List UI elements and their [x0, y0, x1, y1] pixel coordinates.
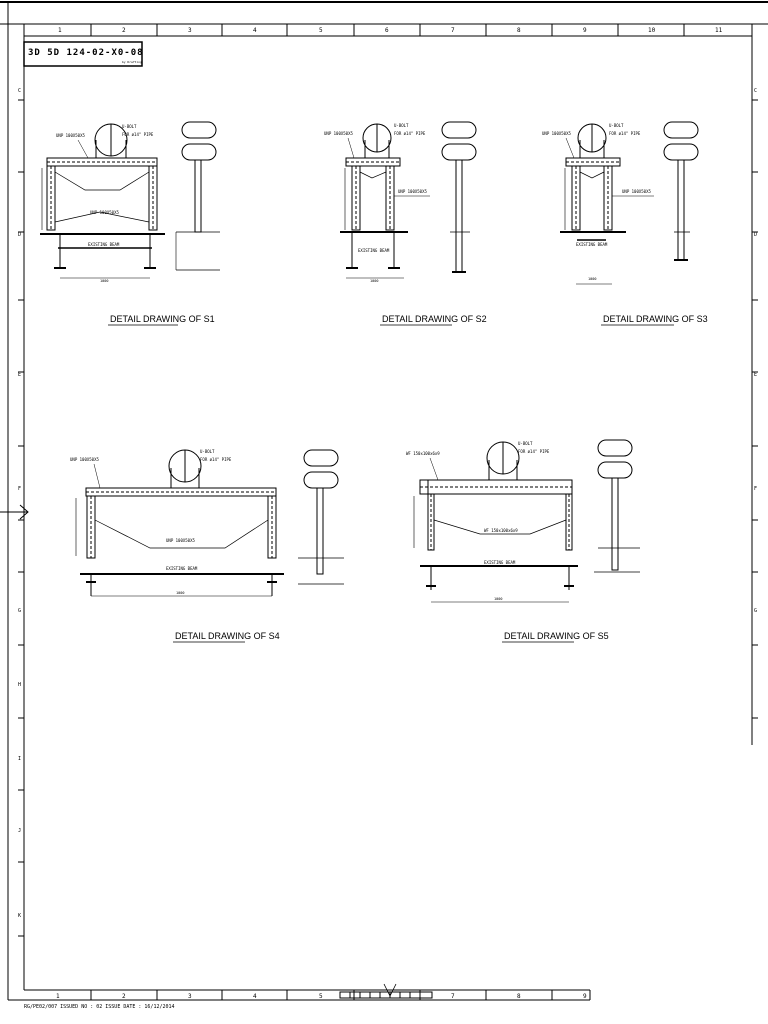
s1-dim-label: 1000 [100, 279, 108, 283]
detail-s1: UNP 100X50X5 U-BOLT FOR ø14" PIPE UNP 10… [40, 121, 220, 326]
detail-s4: UNP 100X50X5 U-BOLT FOR ø14" PIPE UNP 10… [70, 449, 344, 643]
s4-dim-label: 1000 [176, 591, 184, 595]
s3-existing-beam-label: EXISTING BEAM [576, 242, 608, 247]
right-row-g: G [754, 608, 757, 614]
stamp-code: 3D 5D 124-02-X0-08 [28, 48, 144, 58]
s4-pipe-label: FOR ø14" PIPE [200, 457, 232, 462]
left-row-e: E [18, 372, 21, 378]
bottom-col-9: 9 [583, 993, 587, 1000]
top-col-9: 9 [583, 27, 587, 34]
s2-member-top-label: UNP 100X50X5 [324, 131, 353, 136]
stamp-sub: by Drafting [122, 60, 142, 64]
s1-existing-beam-label: EXISTING BEAM [88, 242, 120, 247]
s5-caption: DETAIL DRAWING OF S5 [504, 631, 609, 641]
s3-dim-label: 1000 [588, 277, 596, 281]
top-col-2: 2 [122, 27, 126, 34]
s3-caption: DETAIL DRAWING OF S3 [603, 314, 708, 324]
s1-member-top-label: UNP 100X50X5 [56, 133, 85, 138]
s1-caption: DETAIL DRAWING OF S1 [110, 314, 215, 324]
drawing-stamp: 3D 5D 124-02-X0-08 by Drafting [23, 41, 144, 67]
top-col-3: 3 [188, 27, 192, 34]
s5-existing-beam-label: EXISTING BEAM [484, 560, 516, 565]
left-row-c: C [18, 88, 21, 94]
s2-ubolt-label: U-BOLT [394, 123, 409, 128]
right-row-c: C [754, 88, 757, 94]
left-row-k: K [18, 913, 21, 919]
left-row-i: I [18, 756, 21, 762]
bottom-col-7: 7 [451, 993, 455, 1000]
s1-member-bottom-label: UNP 100X50X5 [90, 210, 119, 215]
s3-pipe-label: FOR ø14" PIPE [609, 131, 641, 136]
s2-pipe-label: FOR ø14" PIPE [394, 131, 426, 136]
top-col-11: 11 [715, 27, 723, 34]
s2-dim-label: 1000 [370, 279, 378, 283]
s5-member-top-label: WF 150x100x6x9 [406, 451, 440, 456]
top-col-4: 4 [253, 27, 257, 34]
top-col-10: 10 [648, 27, 656, 34]
left-row-f: F [18, 486, 21, 492]
s5-ubolt-label: U-BOLT [518, 441, 533, 446]
footer-issue-text: RG/PE02/007 ISSUED NO : 02 ISSUE DATE : … [24, 1004, 175, 1010]
s4-member-bottom-label: UNP 100X50X5 [166, 538, 195, 543]
sheet-border [0, 1, 768, 1001]
right-row-e: E [754, 372, 757, 378]
detail-s5: WF 150x100x6x9 U-BOLT FOR ø14" PIPE WF 1… [406, 439, 640, 643]
top-col-6: 6 [385, 27, 389, 34]
s2-caption: DETAIL DRAWING OF S2 [382, 314, 487, 324]
top-col-8: 8 [517, 27, 521, 34]
left-row-j: J [18, 828, 21, 834]
right-row-d: D [754, 232, 757, 238]
detail-s2: UNP 100X50X5 U-BOLT FOR ø14" PIPE UNP 10… [324, 121, 487, 326]
bottom-ruler: 1 2 3 4 5 7 8 9 [56, 983, 587, 1000]
bottom-col-2: 2 [122, 993, 126, 1000]
s1-pipe-label: FOR ø14" PIPE [122, 132, 154, 137]
left-row-g: G [18, 608, 21, 614]
s5-pipe-label: FOR ø14" PIPE [518, 449, 550, 454]
s2-existing-beam-label: EXISTING BEAM [358, 248, 390, 253]
right-row-f: F [754, 486, 757, 492]
s3-member-top-label: UNP 100X50X5 [542, 131, 571, 136]
s1-ubolt-label: U-BOLT [122, 124, 137, 129]
top-col-5: 5 [319, 27, 323, 34]
s4-caption: DETAIL DRAWING OF S4 [175, 631, 280, 641]
left-row-d: D [18, 232, 21, 238]
bottom-col-3: 3 [188, 993, 192, 1000]
left-row-h: H [18, 682, 21, 688]
s2-member-side-label: UNP 100X50X5 [398, 189, 427, 194]
top-col-7: 7 [451, 27, 455, 34]
top-ruler: 1 2 3 4 5 6 7 8 9 10 11 [23, 24, 753, 36]
s4-ubolt-label: U-BOLT [200, 449, 215, 454]
s5-dim-label: 1000 [494, 597, 502, 601]
top-col-1: 1 [58, 27, 62, 34]
s4-member-top-label: UNP 100X50X5 [70, 457, 99, 462]
s3-ubolt-label: U-BOLT [609, 123, 624, 128]
bottom-col-4: 4 [253, 993, 257, 1000]
right-ruler: C D E F G [752, 88, 758, 719]
left-ruler: C D E F G H I J K [18, 88, 24, 937]
scale-bar [339, 983, 433, 999]
bottom-col-1: 1 [56, 993, 60, 1000]
bottom-col-8: 8 [517, 993, 521, 1000]
bottom-col-5: 5 [319, 993, 323, 1000]
detail-s3: UNP 100X50X5 U-BOLT FOR ø14" PIPE UNP 10… [542, 121, 708, 326]
s5-member-bottom-label: WF 150x100x6x9 [484, 528, 518, 533]
s3-member-side-label: UNP 100X50X5 [622, 189, 651, 194]
s4-existing-beam-label: EXISTING BEAM [166, 566, 198, 571]
